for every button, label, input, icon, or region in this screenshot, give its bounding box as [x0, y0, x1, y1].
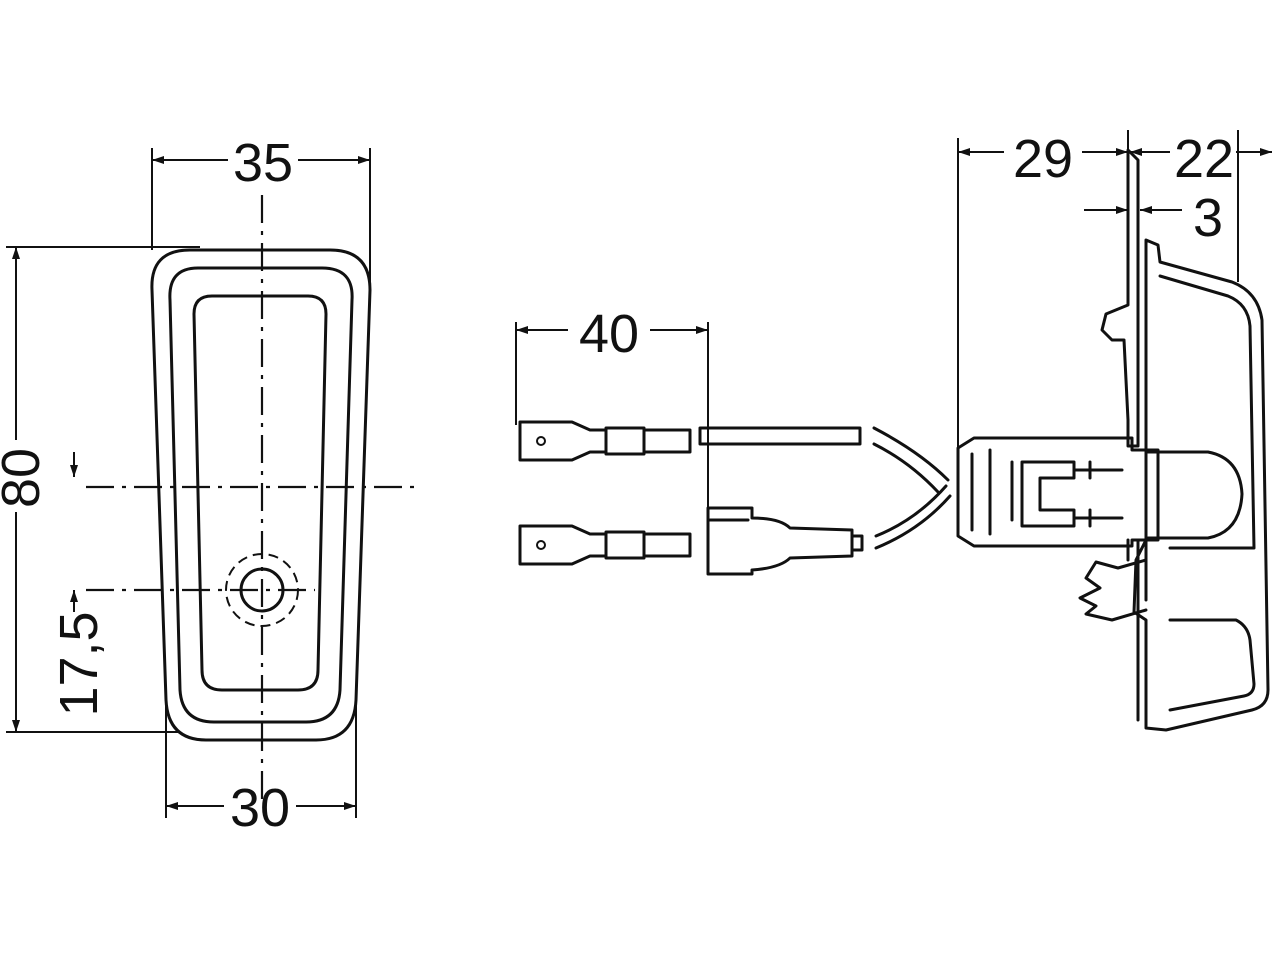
dimension-label-29: 29: [1013, 129, 1073, 189]
dimension-label-17-5: 17,5: [49, 611, 109, 716]
socket-inner-left: [970, 448, 1014, 536]
lamp-housing-side: [1132, 238, 1270, 732]
contact-terminals: [1020, 460, 1124, 528]
mounting-clip: [1078, 558, 1148, 622]
spade-terminal-upper: [518, 420, 692, 462]
bulb: [1146, 450, 1244, 540]
side-view: 40 29 22 3: [515, 129, 1272, 732]
dimension-label-40: 40: [579, 304, 639, 364]
dimension-label-22: 22: [1174, 129, 1234, 189]
housing-outer-outline: [150, 248, 372, 742]
sleeve-connector: [706, 506, 854, 576]
spade-hole-lower: [536, 540, 546, 550]
dimension-label-3: 3: [1193, 188, 1223, 248]
dimension-label-30: 30: [230, 778, 290, 838]
lamp-housing-lower-pocket: [1168, 618, 1256, 712]
mounting-flange-lower: [1126, 538, 1140, 722]
spade-terminal-lower: [518, 524, 692, 566]
spade-hole-upper: [536, 436, 546, 446]
lamp-housing-inner: [1158, 274, 1256, 550]
dimension-label-80: 80: [0, 448, 51, 508]
front-view: 35 30 80 17,5: [0, 133, 415, 838]
lens-outline: [192, 294, 328, 692]
wire-lower: [874, 484, 952, 550]
mounting-flange: [1100, 148, 1140, 448]
wire-upper: [698, 426, 950, 494]
bulb-socket: [956, 436, 1160, 548]
housing-inner-rim: [168, 266, 354, 724]
dimension-label-35: 35: [233, 133, 293, 193]
